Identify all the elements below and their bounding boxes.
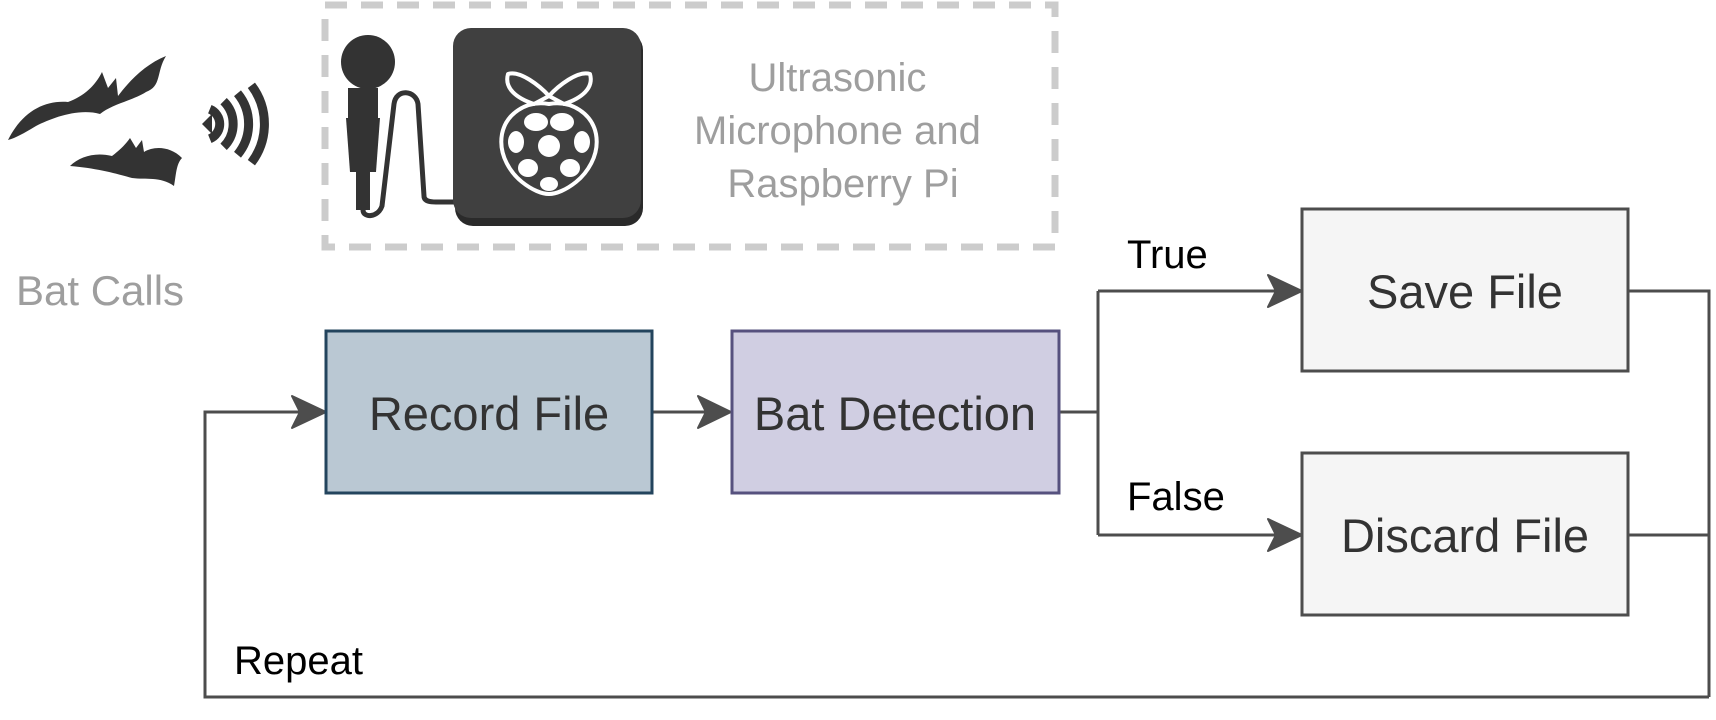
false-label: False [1127, 475, 1225, 519]
edge-repeat [203, 410, 1709, 699]
repeat-label: Repeat [234, 639, 363, 683]
discard-file-box [1300, 451, 1630, 617]
node-bat-detection: Bat Detection [730, 329, 1061, 495]
hardware-group-frame [321, 1, 1059, 251]
save-file-box [1300, 207, 1630, 373]
node-record-file: Record File [324, 329, 654, 495]
discard-file-label: Discard File [1341, 509, 1589, 562]
sound-waves-icon [202, 82, 269, 166]
raspberry-pi-icon [453, 28, 643, 226]
node-save-file: Save File [1300, 207, 1630, 373]
bats-icon [8, 56, 182, 186]
arrowhead-discard [1267, 518, 1303, 552]
arrowhead-detection [697, 395, 732, 429]
arrowhead-record [291, 395, 327, 429]
hardware-label-line-3: Raspberry Pi [727, 162, 958, 206]
hardware-label: Ultrasonic Microphone and Raspberry Pi [694, 56, 992, 206]
bat-calls-label: Bat Calls [16, 267, 184, 314]
record-file-box [324, 329, 654, 495]
true-label: True [1127, 233, 1208, 277]
microphone-icon [341, 35, 486, 218]
edge-save-out [1628, 289, 1711, 697]
hardware-label-line-2: Microphone and [694, 109, 981, 153]
bat-detection-label: Bat Detection [754, 387, 1036, 440]
arrowhead-save [1267, 274, 1303, 308]
hardware-label-line-1: Ultrasonic [749, 56, 927, 100]
node-discard-file: Discard File [1300, 451, 1630, 617]
bat-detection-box [730, 329, 1061, 495]
record-file-label: Record File [369, 387, 609, 440]
save-file-label: Save File [1367, 265, 1563, 318]
